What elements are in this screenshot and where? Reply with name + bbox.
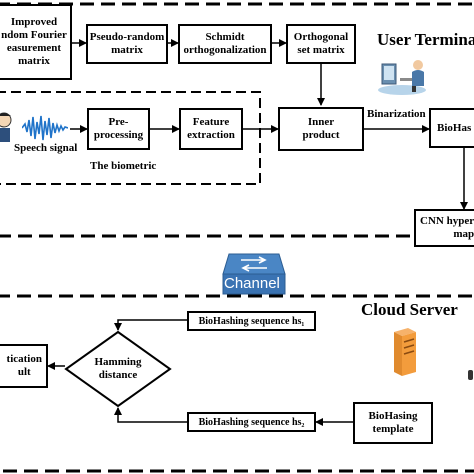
feature-extraction-box: Feature extraction [179,108,243,150]
authentication-result-box: tication ult [0,344,48,388]
biohashing-sequence-hs1-box: BioHashing sequence hs₁ [187,311,316,331]
orthogonal-set-matrix-box: Orthogonal set matrix [286,24,356,64]
speech-signal-label: Speech signal [14,142,78,154]
cnn-hyper-map-box: CNN hyper map [414,209,474,247]
pseudo-random-matrix-box: Pseudo-random matrix [86,24,168,64]
cloud-server-region [0,294,474,473]
binarization-label: Binarization [367,108,426,120]
arrow-hs2-hamming [114,407,187,423]
server-icon [390,326,418,378]
fourier-matrix-box: Improved ndom Fourier easurement matrix [0,4,72,80]
biohashing-box: BioHas [429,108,474,148]
speaker-person-icon [0,110,14,144]
biometric-label: The biometric [90,160,157,172]
hamming-distance-label: Hamming distance [94,356,142,381]
preprocessing-box: Pre- processing [87,108,150,150]
edge-indicator-dot [468,370,473,380]
channel-label: Channel [224,275,280,292]
channel-switch-icon [221,252,287,296]
user-at-computer-icon [378,56,430,96]
user-terminal-title: User Termina [377,30,474,49]
hamming-diamond [64,330,172,408]
arrow-hs1-hamming [114,319,187,331]
biometric-region [0,91,261,185]
inner-product-box: Inner product [278,107,364,151]
cloud-server-title: Cloud Server [361,300,458,319]
user-terminal-region [0,2,474,238]
waveform-icon [21,114,69,142]
biohashing-template-box: BioHasing template [353,402,433,444]
biohashing-sequence-hs2-box: BioHashing sequence hs₂ [187,412,316,432]
schmidt-orthogonalization-box: Schmidt orthogonalization [178,24,272,64]
